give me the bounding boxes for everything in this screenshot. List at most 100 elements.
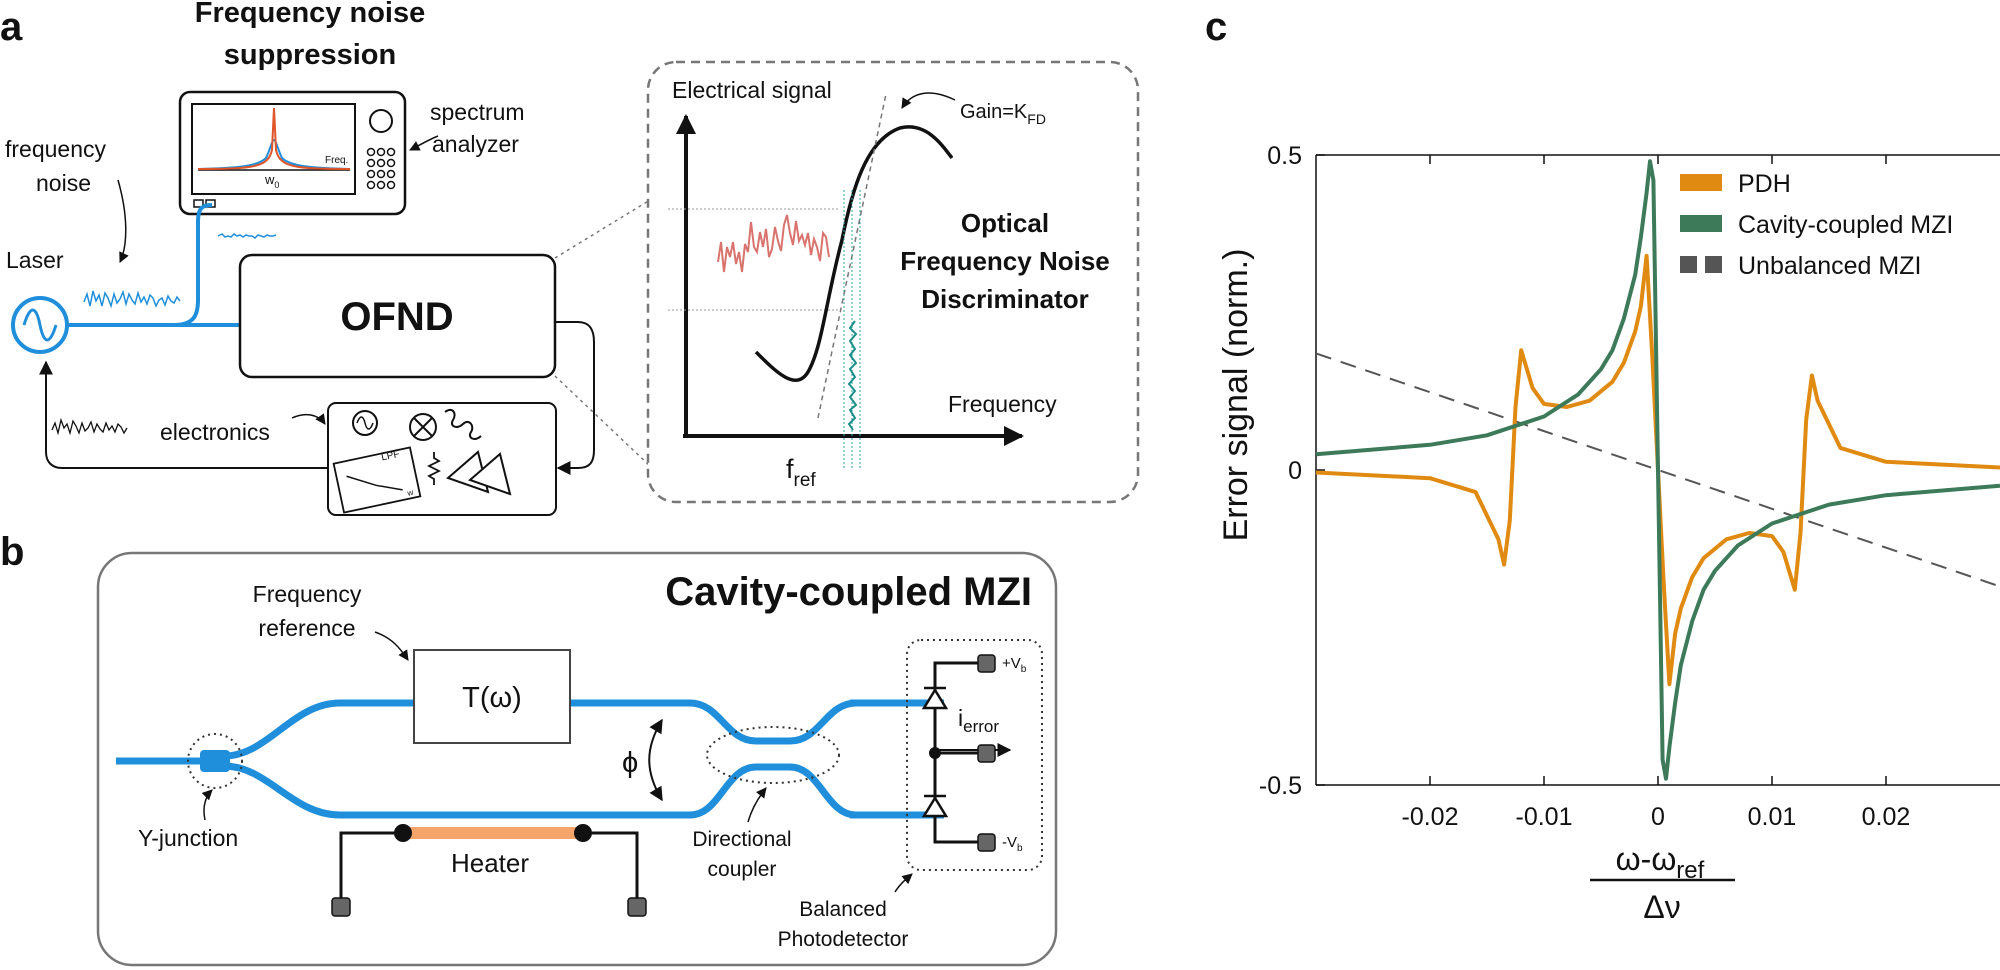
panel-b-frame <box>96 551 1058 967</box>
frequency-reference-label-line2: reference <box>258 615 355 641</box>
feedback-noise-trace <box>51 417 128 436</box>
vb-plus-pad <box>977 654 996 673</box>
inset-title-line2: Frequency Noise <box>900 246 1110 276</box>
zoom-line-bottom <box>554 375 651 467</box>
freq-ref-pointer <box>374 631 409 661</box>
mixer-icon <box>409 413 437 441</box>
electronics-box: LPF w <box>327 402 557 516</box>
legend-label: Unbalanced MZI <box>1738 252 1921 280</box>
panel-label-c: c <box>1205 5 1227 49</box>
lpf-filter-icon: LPF w <box>332 446 422 514</box>
svg-text:w: w <box>406 488 415 498</box>
directional-coupler-label-line2: coupler <box>708 858 777 881</box>
resistor-icon <box>426 452 442 485</box>
frequency-reference-label-line1: Frequency <box>253 581 362 607</box>
legend-label: PDH <box>1738 170 1791 198</box>
gain-label: Gain=KFD <box>960 101 1046 127</box>
spectrum-trace-blue <box>197 138 351 170</box>
laser-noise-trace <box>83 289 181 309</box>
phi-arrow <box>648 718 663 802</box>
vb-minus-label: -Vb <box>1002 834 1023 854</box>
ierror-label: ierror <box>958 705 999 736</box>
photodiode-bottom-icon <box>921 794 949 818</box>
photodetector-frame <box>906 639 1043 871</box>
y-tick-label: 0 <box>1288 457 1302 485</box>
y-junction-pointer <box>201 789 213 821</box>
fref-label: fref <box>786 454 816 491</box>
chart-ylabel: Error signal (norm.) <box>1217 249 1255 542</box>
panel-b-title: Cavity-coupled MZI <box>665 570 1032 614</box>
spectrum-trace-red <box>197 107 351 170</box>
heater-element <box>331 824 647 917</box>
legend-label: Cavity-coupled MZI <box>1738 211 1953 239</box>
photodetector-label-line1: Balanced <box>799 898 887 921</box>
laser-label: Laser <box>6 247 64 273</box>
legend-swatch <box>1680 256 1697 273</box>
chart-xlabel-numerator: ω-ωref <box>1616 841 1705 884</box>
frequency-noise-label-line2: noise <box>36 170 91 196</box>
frequency-noise-pointer <box>117 179 129 263</box>
y-junction-marker <box>187 733 243 789</box>
ofnd-label: OFND <box>340 295 453 339</box>
phi-label: ϕ <box>622 747 638 779</box>
series-line-cavity-coupled-mzi <box>1315 159 2000 781</box>
photodetector-label-line2: Photodetector <box>778 928 909 951</box>
directional-coupler-label-line1: Directional <box>692 828 791 851</box>
inset-red-noise-trace <box>717 214 830 273</box>
inset-title-line1: Optical <box>961 208 1049 238</box>
panel-label-b: b <box>0 530 24 574</box>
ofnd-inset: Electrical signal Frequency fref Gain=KF… <box>646 60 1140 504</box>
series-line-unbalanced-mzi <box>1315 352 2000 588</box>
legend-swatch <box>1680 215 1722 232</box>
spectrum-analyzer-icon: Freq. w0 <box>178 90 407 216</box>
output-pad <box>977 744 996 763</box>
electronics-pointer <box>291 413 326 425</box>
y-tick-label: 0.5 <box>1267 142 1302 170</box>
laser-icon <box>11 296 69 354</box>
panel-a-title-line2: suppression <box>224 39 396 71</box>
y-tick-label: -0.5 <box>1259 772 1302 800</box>
discriminator-curve <box>754 125 954 382</box>
vb-minus-pad <box>977 833 996 852</box>
panel-a: a Frequency noise suppression Freq. w0 s… <box>0 0 1140 516</box>
panel-b: b Cavity-coupled MZI Y-junction Directio… <box>0 530 1058 967</box>
photodetector-pointer <box>894 873 913 893</box>
frequency-reference-box <box>413 649 571 744</box>
frequency-noise-label-line1: frequency <box>5 136 107 162</box>
x-tick-label: -0.01 <box>1516 803 1573 831</box>
oscillator-icon <box>352 410 378 436</box>
x-tick-label: 0.02 <box>1862 803 1911 831</box>
coupler-marker <box>706 726 840 784</box>
gain-pointer <box>901 92 956 109</box>
directional-coupler <box>690 698 850 820</box>
chart-xlabel-denominator: Δν <box>1643 889 1680 925</box>
spectrum-analyzer-label-line2: analyzer <box>432 131 519 157</box>
electronics-label: electronics <box>160 419 270 445</box>
x-tick-label: 0 <box>1651 803 1665 831</box>
inset-xlabel: Frequency <box>948 391 1057 417</box>
feedback-loop <box>39 321 595 475</box>
legend-swatch <box>1680 174 1722 191</box>
t-omega-label: T(ω) <box>462 682 522 714</box>
panel-label-a: a <box>0 5 23 49</box>
inset-teal-noise-trace <box>847 320 858 431</box>
spectrum-analyzer-label-line1: spectrum <box>430 99 525 125</box>
heater-label: Heater <box>451 848 529 878</box>
coupler-pointer <box>747 787 767 823</box>
vb-plus-label: +Vb <box>1002 655 1027 675</box>
panel-a-title-line1: Frequency noise <box>195 0 425 29</box>
ofnd-box <box>238 253 557 379</box>
y-junction-label: Y-junction <box>138 825 238 851</box>
legend-swatch <box>1705 256 1722 273</box>
svg-text:LPF: LPF <box>380 449 400 464</box>
inset-ylabel: Electrical signal <box>672 77 832 103</box>
y-junction <box>200 750 230 772</box>
zoom-line-top <box>554 199 651 259</box>
inset-title-line3: Discriminator <box>921 284 1089 314</box>
filtered-noise-trace <box>217 233 277 239</box>
coil-icon <box>444 408 482 440</box>
freq-axis-label: Freq. <box>325 155 348 166</box>
fiber-lines <box>68 203 242 327</box>
